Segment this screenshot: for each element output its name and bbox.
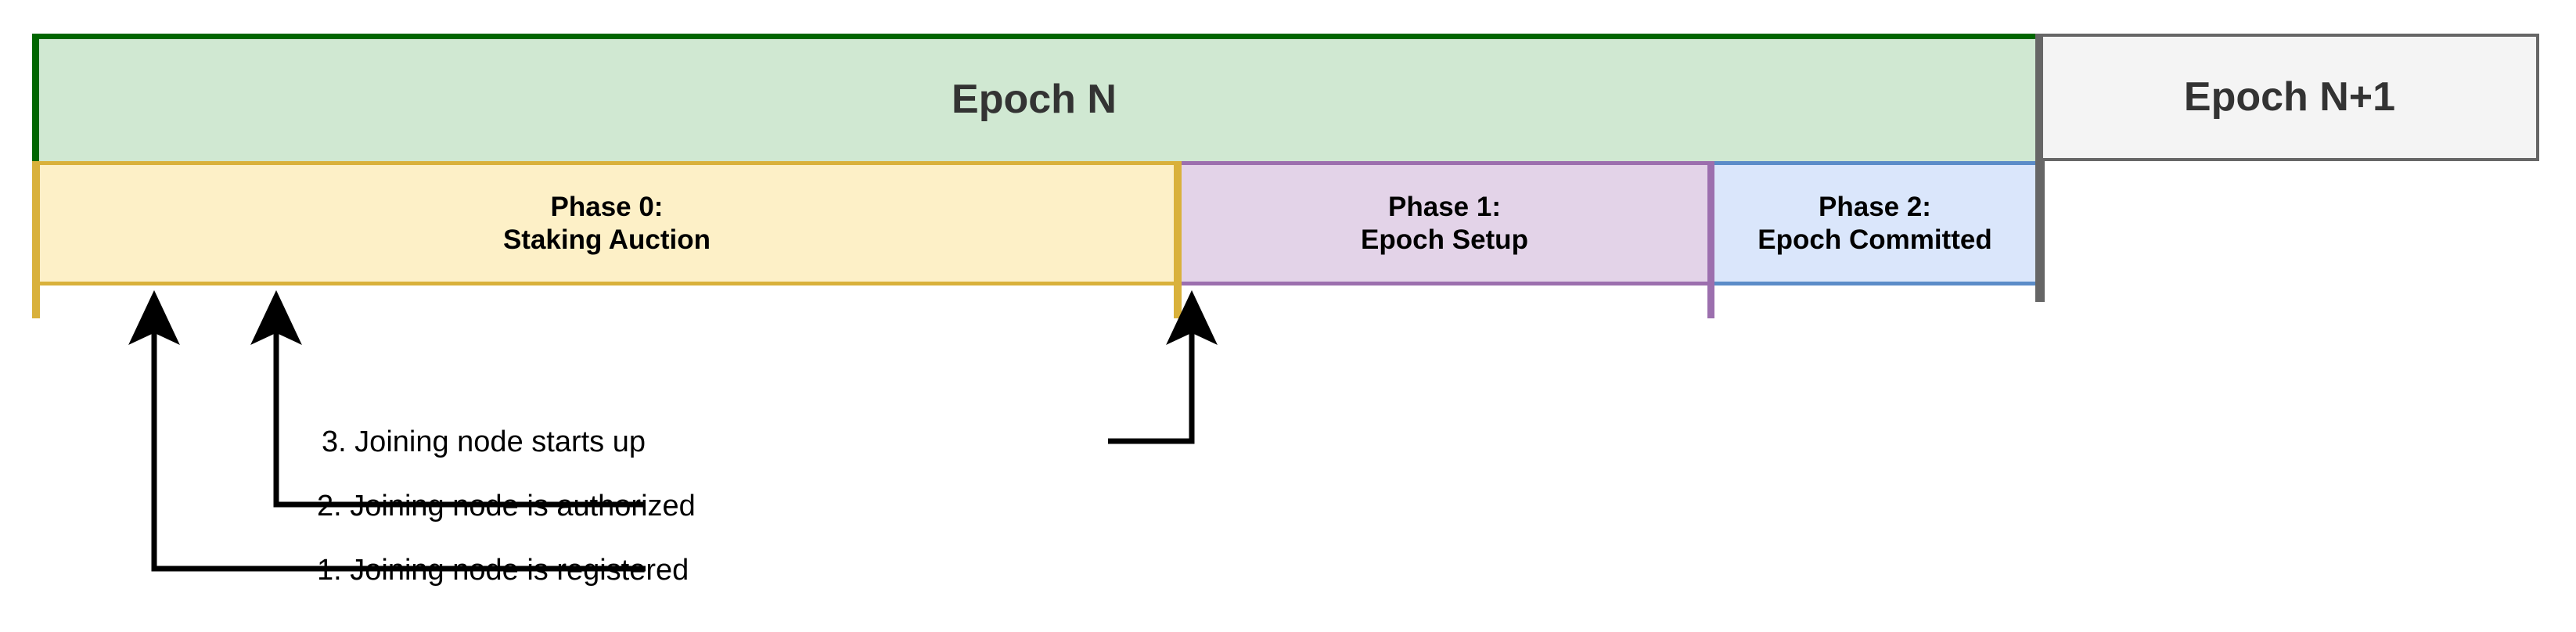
- phase-0-title: Phase 0:: [550, 192, 664, 223]
- epoch-n-plus-1-label: Epoch N+1: [2183, 74, 2396, 120]
- phase-0-text: Phase 0: Staking Auction: [503, 191, 711, 256]
- epoch-boundary-marker: [2035, 34, 2045, 302]
- phase-2-title: Phase 2:: [1819, 192, 1931, 223]
- phase-0-end-marker: [1174, 161, 1182, 318]
- phase-2-block: Phase 2: Epoch Committed: [1714, 161, 2035, 285]
- event-3-label: 3. Joining node starts up: [321, 426, 646, 458]
- phase-1-block: Phase 1: Epoch Setup: [1182, 161, 1707, 285]
- epoch-n-start-marker: [32, 34, 39, 161]
- phase-1-title: Phase 1:: [1388, 192, 1501, 223]
- phase-1-end-marker: [1707, 161, 1714, 318]
- phase-0-subtitle: Staking Auction: [502, 224, 711, 255]
- phase-0-block: Phase 0: Staking Auction: [32, 161, 1182, 285]
- epoch-n-plus-1-block: Epoch N+1: [2043, 34, 2539, 161]
- phase-1-subtitle: Epoch Setup: [1361, 224, 1528, 255]
- epoch-n-label: Epoch N: [952, 77, 1117, 123]
- epoch-n-block: Epoch N: [32, 34, 2036, 161]
- phase-2-text: Phase 2: Epoch Committed: [1758, 191, 1991, 256]
- event-2-label: 2. Joining node is authorized: [317, 490, 696, 522]
- phase-0-start-marker: [32, 161, 40, 318]
- phase-1-text: Phase 1: Epoch Setup: [1361, 191, 1528, 256]
- phase-2-subtitle: Epoch Committed: [1758, 224, 1992, 255]
- arrow-event-2: [250, 290, 646, 508]
- event-1-label: 1. Joining node is registered: [317, 554, 689, 587]
